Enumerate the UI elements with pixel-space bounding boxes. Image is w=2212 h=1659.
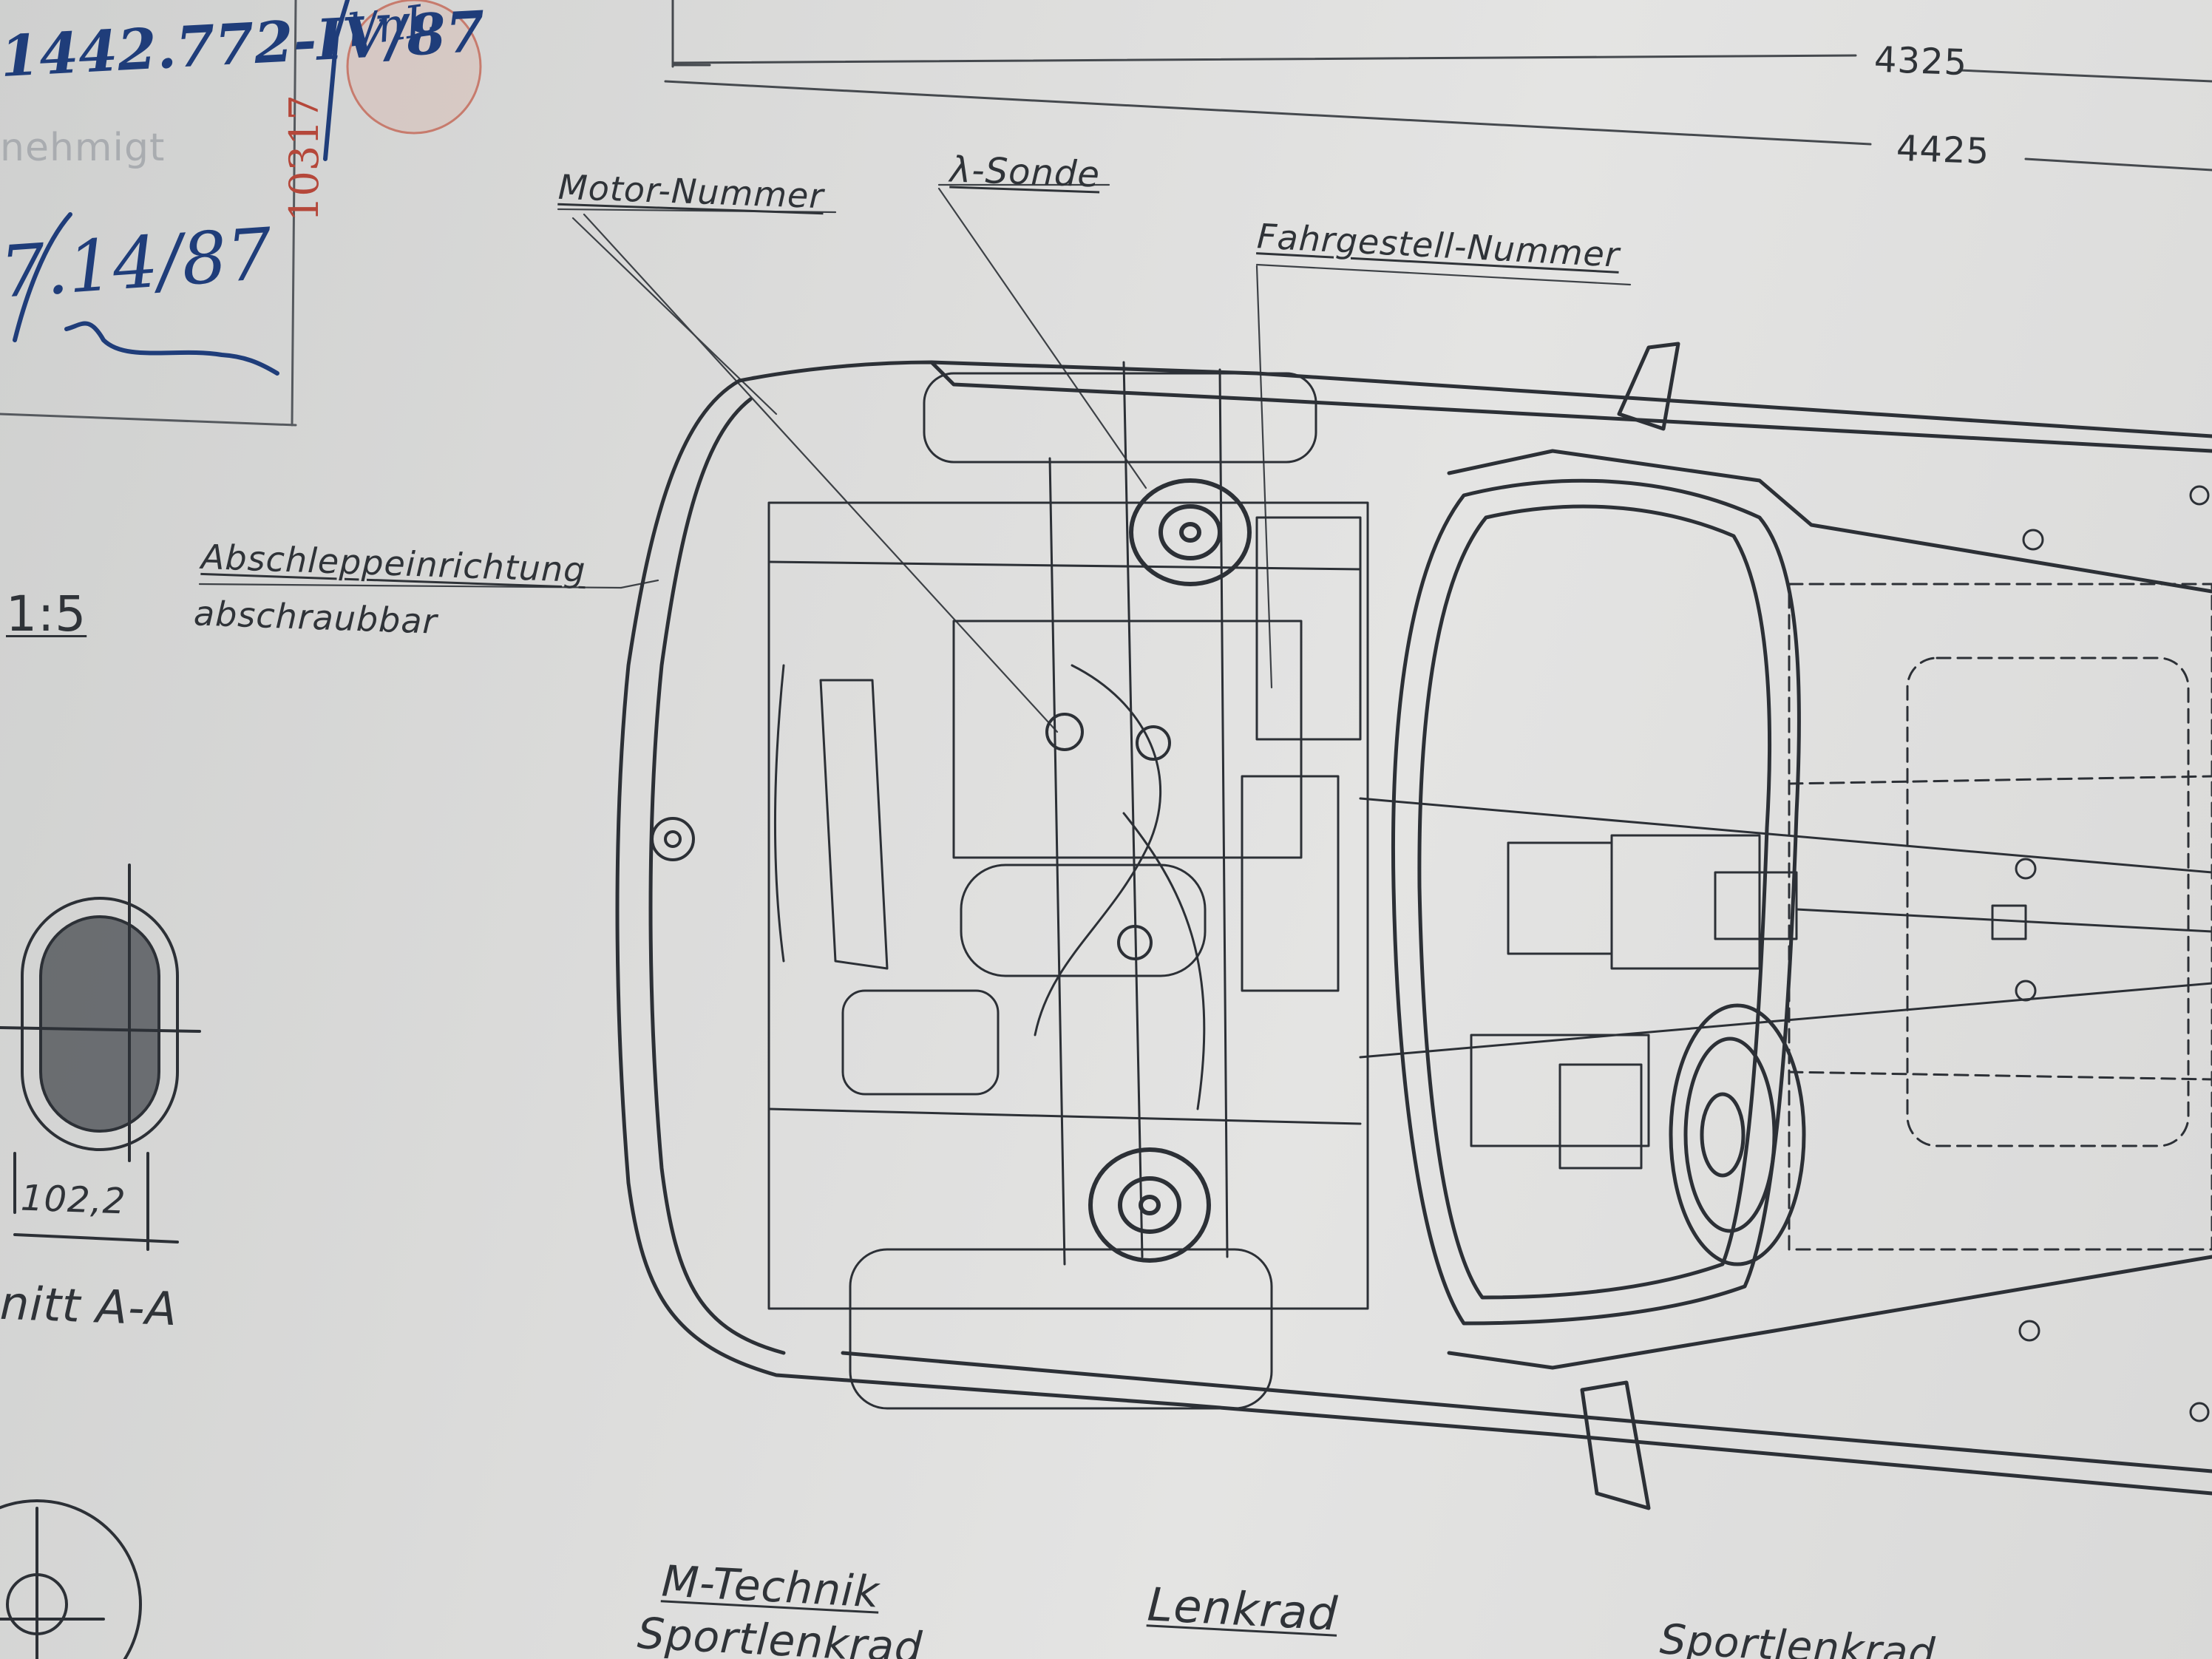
car-body-outline bbox=[615, 360, 2212, 1496]
rear-floor-dashed bbox=[1788, 583, 2212, 1251]
approval-stamp-circle bbox=[346, 0, 482, 135]
section-a-a-detail bbox=[0, 864, 201, 1251]
approval-text-faded: nehmigt bbox=[0, 126, 166, 170]
bmw-logo-marks bbox=[651, 713, 1171, 960]
steering-wheel bbox=[1669, 1003, 1806, 1266]
leader-lines bbox=[198, 183, 1632, 733]
hub-detail-bottom-left bbox=[0, 1499, 142, 1659]
cabin-frame bbox=[1391, 449, 2212, 1370]
title-block-frame bbox=[0, 0, 297, 427]
front-wheel-top bbox=[1129, 478, 1252, 586]
door-mirrors bbox=[1580, 342, 1680, 1510]
driveshaft bbox=[1359, 797, 2212, 1170]
front-wheel-bottom bbox=[1088, 1147, 1211, 1263]
scale-label: 1:5 bbox=[6, 586, 87, 642]
engine-bay bbox=[767, 361, 1369, 1410]
dimension-lines bbox=[664, 0, 2212, 172]
rear-bolts bbox=[1991, 485, 2210, 1422]
